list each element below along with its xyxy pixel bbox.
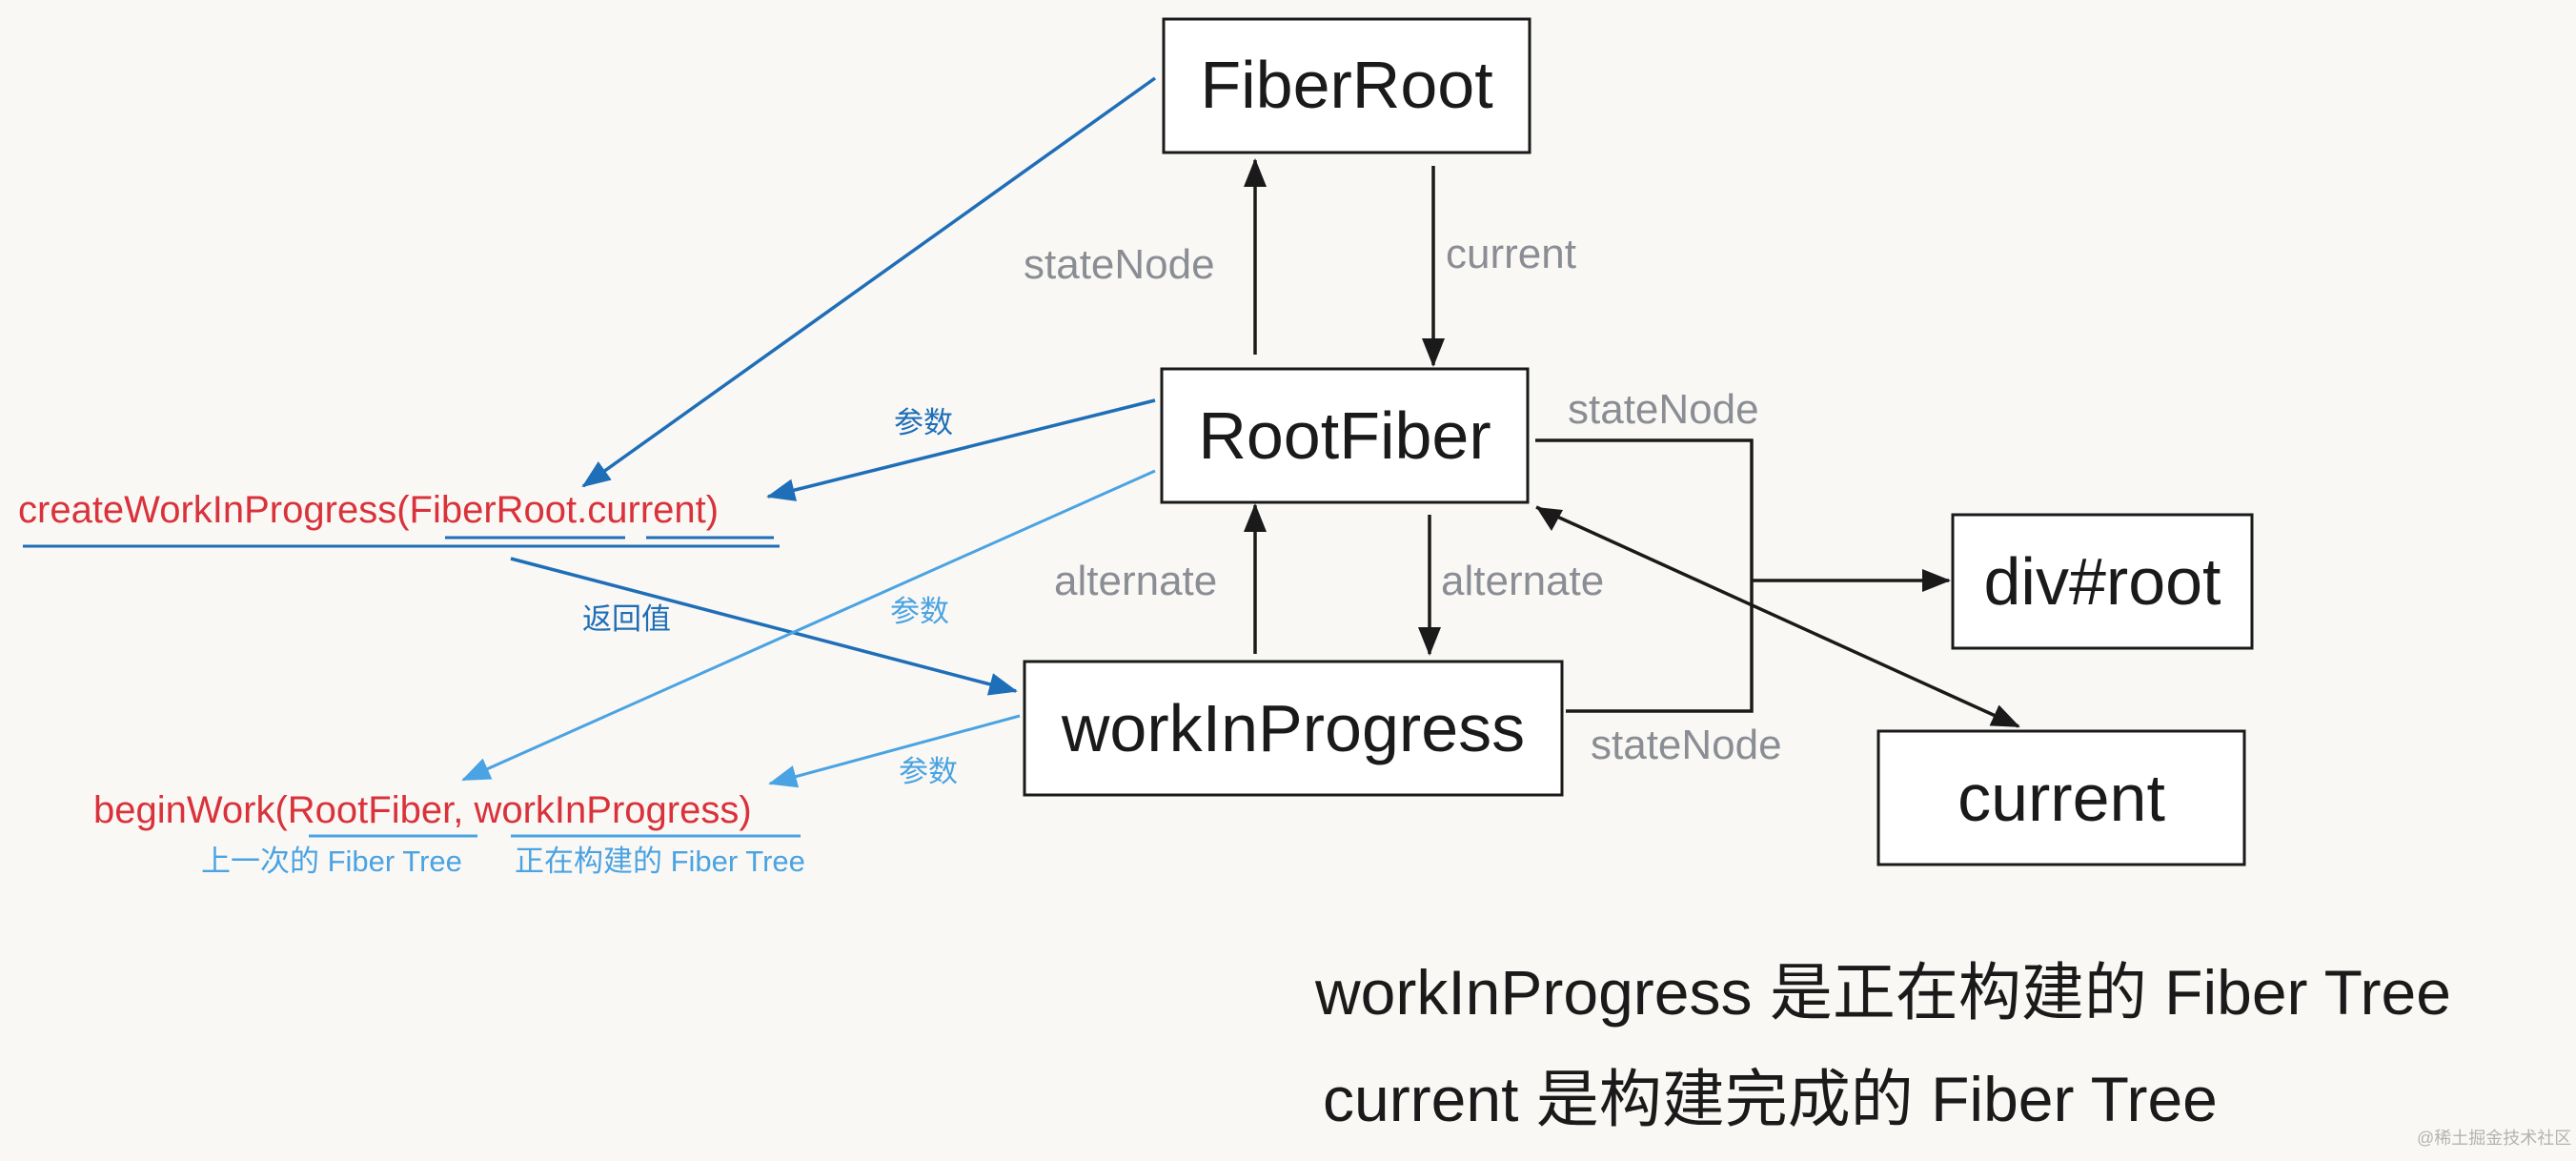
node-fiber-root-label: FiberRoot [1200,48,1492,122]
begin-call-arg1: RootFiber [288,789,455,831]
node-fiber-root-box [1162,17,1531,154]
begin-call-suffix: ) [739,789,751,831]
caption-line-2: current 是构建完成的 Fiber Tree [1323,1064,2218,1134]
watermark: @稀土掘金技术社区 [2417,1129,2571,1148]
edge-label-root-fiber-state-node: stateNode [1568,386,1759,433]
arrow-wip-to-begin-work [768,714,1021,788]
annotation-param-bottom: 参数 [899,755,958,788]
edge-label-alternate-up: alternate [1054,558,1217,604]
node-root-fiber-box [1160,367,1530,504]
node-fiber-root: FiberRoot [1162,17,1531,154]
node-root-fiber: RootFiber [1160,367,1530,504]
begin-call-comma: , [453,789,474,831]
caption-line-1: workInProgress 是正在构建的 Fiber Tree [1314,957,2451,1028]
create-work-in-progress-call: createWorkInProgress(FiberRoot.current) [18,489,719,531]
node-work-in-progress-label: workInProgress [1061,691,1525,765]
create-call-arg-object: FiberRoot [410,489,578,531]
annotation-param-middle: 参数 [890,595,949,628]
edge-label-current-down: current [1446,231,1576,277]
node-div-root-box [1951,513,2254,650]
annotation-arg1-note: 上一次的 Fiber Tree [201,845,462,878]
create-call-arg-prop: current [587,489,706,531]
node-current: current [1876,729,2246,866]
annotation-arg2-note: 正在构建的 Fiber Tree [515,845,805,878]
arrow-root-fiber-current [1535,505,2020,728]
bracket-state-node [1535,438,1754,713]
edge-label-alternate-down: alternate [1441,558,1604,604]
begin-call-arg2: workInProgress [473,789,739,831]
arrow-root-fiber-to-begin-work [461,469,1156,782]
node-work-in-progress: workInProgress [1023,660,1564,797]
arrowhead-root-fiber-end [1536,507,1563,531]
node-div-root-label: div#root [1983,544,2221,619]
node-div-root: div#root [1951,513,2254,650]
annotation-return-value: 返回值 [582,602,671,636]
begin-call-prefix: beginWork( [93,789,288,831]
create-call-dot: . [577,489,587,531]
create-call-suffix: ) [706,489,719,531]
node-root-fiber-label: RootFiber [1198,398,1491,473]
edge-label-state-node-up: stateNode [1024,241,1215,288]
arrow-fiber-root-to-create-call [581,76,1157,488]
node-current-label: current [1957,761,2165,835]
node-work-in-progress-box [1023,660,1564,797]
arrow-root-fiber-to-create-call [766,398,1156,501]
begin-work-call: beginWork(RootFiber, workInProgress) [93,789,752,831]
arrow-create-call-to-wip [510,557,1018,696]
edge-label-wip-state-node: stateNode [1591,722,1782,768]
node-current-box [1876,729,2246,866]
create-call-prefix: createWorkInProgress( [18,489,410,531]
annotation-param-top: 参数 [894,406,953,439]
